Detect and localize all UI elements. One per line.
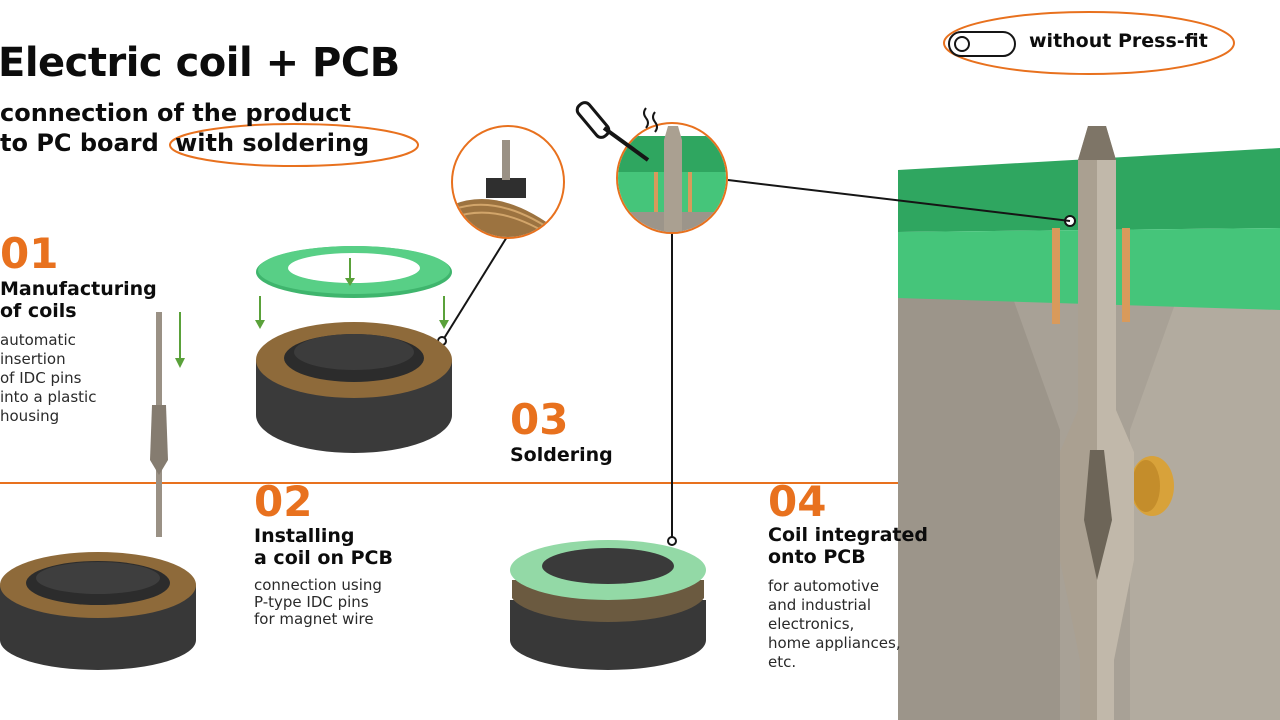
step-title-line-2: of coils bbox=[0, 300, 77, 322]
step-title-line-1: Installing bbox=[254, 525, 355, 547]
subtitle-prefix: to PC board bbox=[0, 129, 168, 157]
highlight-oval-soldering bbox=[169, 123, 419, 167]
step-02: 02 Installing a coil on PCB connection u… bbox=[254, 480, 393, 628]
subtitle-line-1: connection of the product bbox=[0, 99, 351, 127]
step-title-line-1: Soldering bbox=[510, 444, 613, 466]
step-title-line-1: Coil integrated bbox=[768, 524, 929, 546]
subtitle-line-2: to PC board with soldering bbox=[0, 128, 369, 158]
press-fit-toggle[interactable] bbox=[948, 31, 1016, 57]
coil-housing-illustration bbox=[0, 552, 196, 670]
desc-line: automatic bbox=[0, 331, 76, 349]
desc-line: into a plastic bbox=[0, 388, 97, 406]
desc-line: P-type IDC pins bbox=[254, 593, 369, 611]
page-title: Electric coil + PCB bbox=[0, 40, 400, 86]
desc-line: connection using bbox=[254, 576, 382, 594]
step-title-line-1: Manufacturing bbox=[0, 278, 157, 300]
step-description: connection using P-type IDC pins for mag… bbox=[254, 577, 393, 628]
page-subtitle: connection of the product to PC board wi… bbox=[0, 98, 369, 158]
step-description: for automotive and industrial electronic… bbox=[768, 577, 928, 672]
step-03: 03 Soldering bbox=[510, 395, 613, 467]
step-title-line-2: onto PCB bbox=[768, 546, 866, 568]
desc-line: electronics, bbox=[768, 615, 855, 633]
desc-line: insertion bbox=[0, 350, 66, 368]
zoom-detail-winding bbox=[451, 125, 565, 239]
step-number: 02 bbox=[254, 477, 313, 526]
desc-line: housing bbox=[0, 407, 60, 425]
desc-line: for automotive bbox=[768, 577, 880, 595]
idc-pin-illustration bbox=[150, 312, 185, 537]
step-number: 04 bbox=[768, 477, 827, 526]
subtitle-highlight: with soldering bbox=[175, 129, 370, 157]
desc-line: of IDC pins bbox=[0, 369, 82, 387]
toggle-label: without Press-fit bbox=[1029, 30, 1208, 52]
desc-line: home appliances, bbox=[768, 634, 901, 652]
step-title-line-2: a coil on PCB bbox=[254, 547, 393, 569]
coil-integrated-illustration bbox=[510, 540, 706, 670]
soldering-iron-icon bbox=[575, 101, 658, 162]
step-number: 03 bbox=[510, 395, 569, 444]
desc-line: and industrial bbox=[768, 596, 872, 614]
step-01: 01 Manufacturing of coils automatic inse… bbox=[0, 232, 157, 426]
zoom-detail-solder bbox=[616, 122, 728, 234]
desc-line: etc. bbox=[768, 653, 797, 671]
step-04: 04 Coil integrated onto PCB for automoti… bbox=[768, 480, 928, 672]
cross-section-illustration bbox=[898, 126, 1280, 720]
step-number: 01 bbox=[0, 229, 59, 278]
coil-pcb-exploded-illustration bbox=[255, 246, 452, 453]
highlight-oval-pressfit bbox=[943, 11, 1235, 75]
toggle-knob bbox=[954, 36, 970, 52]
desc-line: for magnet wire bbox=[254, 610, 374, 628]
step-description: automatic insertion of IDC pins into a p… bbox=[0, 331, 157, 426]
